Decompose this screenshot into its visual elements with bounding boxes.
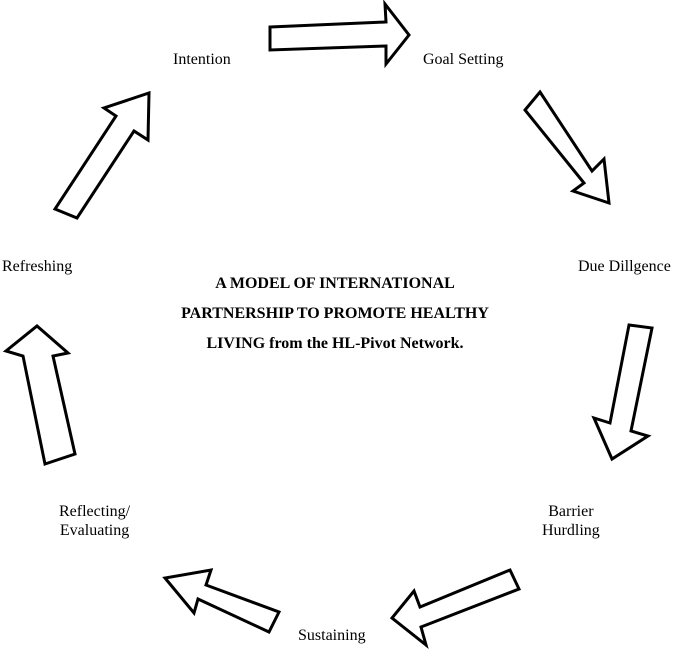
arrow-barrier-hurdling-to-sustaining	[389, 568, 522, 650]
stage-sustaining: Sustaining	[298, 627, 366, 644]
stage-reflecting-line-2: Evaluating	[59, 522, 130, 539]
arrow-due-diligence-to-barrier-hurdling	[591, 323, 654, 462]
arrow-refreshing-to-intention	[52, 90, 151, 220]
arrow-goal-setting-to-due-diligence	[523, 89, 611, 206]
arrow-intention-to-goal-setting	[268, 0, 411, 69]
stage-refreshing: Refreshing	[2, 258, 73, 275]
stage-barrier-hurdling: Barrier Hurdling	[542, 502, 600, 540]
stage-intention: Intention	[173, 51, 231, 68]
diagram-title-line-3: LIVING from the HL-Pivot Network.	[206, 335, 464, 352]
arrow-sustaining-to-reflecting	[162, 568, 282, 634]
stage-barrier-hurdling-line-1: Barrier	[548, 503, 594, 520]
stage-barrier-hurdling-line-2: Hurdling	[542, 522, 600, 539]
stage-goal-setting: Goal Setting	[423, 51, 504, 68]
diagram-title-line-1: A MODEL OF INTERNATIONAL	[215, 275, 455, 292]
stage-reflecting-evaluating: Reflecting/ Evaluating	[59, 502, 130, 540]
diagram-title: A MODEL OF INTERNATIONAL PARTNERSHIP TO …	[145, 269, 525, 359]
diagram-title-line-2: PARTNERSHIP TO PROMOTE HEALTHY	[181, 305, 489, 322]
stage-due-diligence: Due Dillgence	[578, 258, 671, 275]
arrow-reflecting-to-refreshing	[2, 324, 77, 466]
stage-reflecting-line-1: Reflecting/	[59, 503, 131, 520]
